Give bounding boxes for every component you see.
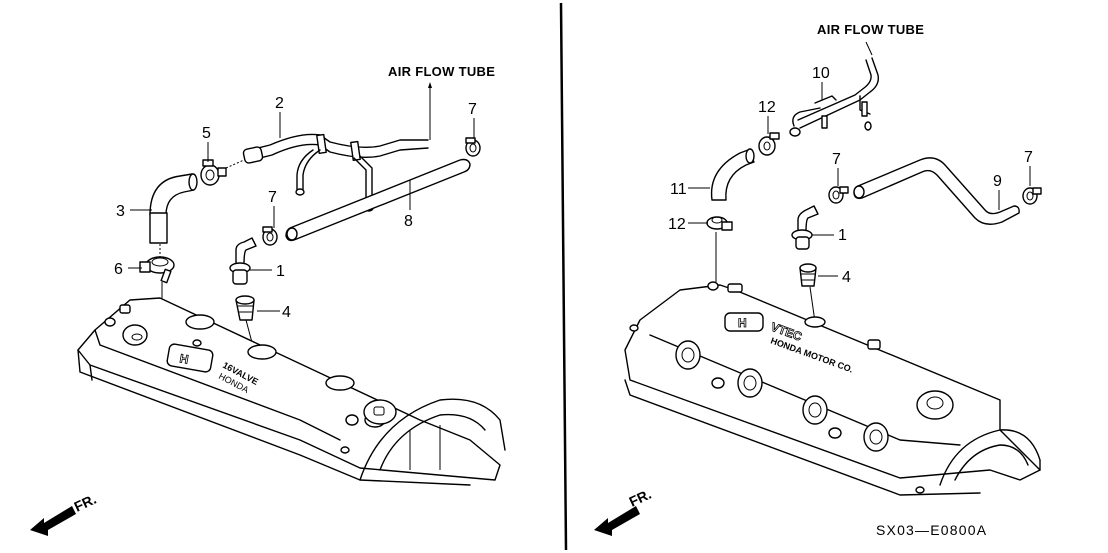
panel-divider <box>559 2 568 551</box>
right-part-10-breather-pipe[interactable] <box>789 57 880 137</box>
callout-7a[interactable]: 7 <box>832 151 841 168</box>
callout-12a[interactable]: 12 <box>758 99 776 116</box>
callout-8[interactable]: 8 <box>404 213 413 230</box>
callout-7b[interactable]: 7 <box>1024 149 1033 166</box>
callout-11[interactable]: 11 <box>670 181 687 198</box>
callout-1[interactable]: 1 <box>838 227 847 244</box>
callout-4[interactable]: 4 <box>282 304 291 321</box>
svg-text:H: H <box>179 351 190 366</box>
right-part-12-clamp-b[interactable] <box>706 216 733 231</box>
left-part-7-clamp-a[interactable] <box>465 137 481 157</box>
callout-9[interactable]: 9 <box>993 173 1002 190</box>
left-part-6-clamp[interactable] <box>139 256 175 284</box>
right-panel: AIR FLOW TUBE 10 12 11 <box>594 22 1042 538</box>
left-part-4-grommet[interactable] <box>235 295 255 321</box>
left-part-1-pcv-valve[interactable] <box>229 237 257 285</box>
left-air-flow-label: AIR FLOW TUBE <box>388 64 495 79</box>
right-front-arrow: FR. <box>594 486 654 536</box>
left-part-8-hose[interactable] <box>285 158 471 242</box>
right-part-9-hose[interactable] <box>853 157 1020 225</box>
right-air-flow-leader <box>865 41 873 56</box>
right-part-11-hose[interactable] <box>710 148 755 201</box>
callout-5[interactable]: 5 <box>202 125 211 142</box>
svg-text:H: H <box>738 316 747 330</box>
callout-10[interactable]: 10 <box>812 65 830 82</box>
assembly-line <box>225 159 245 169</box>
callout-2[interactable]: 2 <box>275 95 284 112</box>
callout-12b[interactable]: 12 <box>668 216 686 233</box>
callout-4[interactable]: 4 <box>842 269 851 286</box>
right-air-flow-label: AIR FLOW TUBE <box>817 22 924 37</box>
left-air-flow-arrow-icon <box>428 82 432 88</box>
left-panel: AIR FLOW TUBE 2 5 <box>30 64 506 536</box>
callout-6[interactable]: 6 <box>114 261 123 278</box>
left-part-2-breather-tube[interactable] <box>242 133 429 212</box>
assembly-line <box>809 286 816 323</box>
right-front-label: FR. <box>627 486 654 510</box>
left-front-label: FR. <box>72 491 99 515</box>
right-valve-cover: H VTEC HONDA MOTOR CO. <box>624 281 1041 496</box>
left-part-3-elbow-hose[interactable] <box>149 173 198 244</box>
diagram-code: SX03—E0800A <box>876 522 987 538</box>
right-part-1-pcv-valve[interactable] <box>791 205 819 250</box>
callout-3[interactable]: 3 <box>116 203 125 220</box>
callout-7b[interactable]: 7 <box>268 189 277 206</box>
left-valve-cover: H 16VALVE HONDA <box>77 297 506 486</box>
front-arrow-icon <box>30 506 76 536</box>
left-part-7-clamp-b[interactable] <box>262 226 278 246</box>
right-part-12-clamp-a[interactable] <box>758 132 780 156</box>
callout-7a[interactable]: 7 <box>468 101 477 118</box>
front-arrow-icon <box>594 506 640 536</box>
left-front-arrow: FR. <box>30 491 99 536</box>
right-part-7-clamp-b[interactable] <box>1022 187 1042 205</box>
left-part-5-clamp[interactable] <box>200 159 227 186</box>
right-part-7-clamp-a[interactable] <box>828 186 849 204</box>
callout-1[interactable]: 1 <box>276 263 285 280</box>
right-part-4-grommet[interactable] <box>799 263 817 287</box>
